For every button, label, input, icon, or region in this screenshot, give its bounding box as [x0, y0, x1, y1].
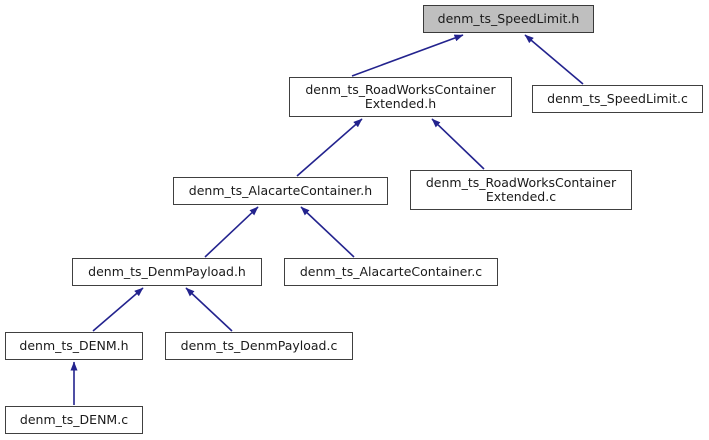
- graph-edge: [185, 287, 233, 332]
- node-label: denm_ts_RoadWorksContainer Extended.h: [305, 82, 496, 111]
- node-denm-ts-denmpayload-h[interactable]: denm_ts_DenmPayload.h: [72, 258, 262, 286]
- node-denm-ts-alacartecontainer-h[interactable]: denm_ts_AlacarteContainer.h: [173, 177, 388, 205]
- graph-edge: [300, 206, 355, 258]
- node-label: denm_ts_SpeedLimit.h: [437, 11, 580, 26]
- graph-edge: [92, 287, 144, 332]
- node-denm-ts-roadworkscontainerextended-c[interactable]: denm_ts_RoadWorksContainer Extended.c: [410, 170, 632, 210]
- node-denm-ts-speedlimit-c[interactable]: denm_ts_SpeedLimit.c: [532, 85, 703, 113]
- graph-edge: [351, 34, 464, 77]
- graph-edge: [524, 34, 584, 85]
- node-denm-ts-denm-h[interactable]: denm_ts_DENM.h: [5, 332, 143, 360]
- node-label: denm_ts_DENM.h: [19, 338, 129, 353]
- node-label: denm_ts_DenmPayload.c: [180, 338, 338, 353]
- graph-edge: [296, 118, 363, 177]
- node-denm-ts-alacartecontainer-c[interactable]: denm_ts_AlacarteContainer.c: [284, 258, 498, 286]
- node-denm-ts-denm-c[interactable]: denm_ts_DENM.c: [5, 406, 143, 434]
- node-label: denm_ts_DENM.c: [19, 412, 129, 427]
- node-denm-ts-denmpayload-c[interactable]: denm_ts_DenmPayload.c: [165, 332, 353, 360]
- node-label: denm_ts_DenmPayload.h: [88, 264, 246, 279]
- node-denm-ts-roadworkscontainerextended-h[interactable]: denm_ts_RoadWorksContainer Extended.h: [289, 77, 512, 117]
- node-label: denm_ts_SpeedLimit.c: [547, 91, 688, 106]
- node-label: denm_ts_AlacarteContainer.h: [188, 183, 373, 198]
- node-label: denm_ts_AlacarteContainer.c: [299, 264, 483, 279]
- graph-edge: [204, 206, 259, 258]
- node-label: denm_ts_RoadWorksContainer Extended.c: [425, 175, 617, 204]
- graph-edge: [431, 118, 485, 170]
- node-denm-ts-speedlimit-h[interactable]: denm_ts_SpeedLimit.h: [423, 5, 594, 33]
